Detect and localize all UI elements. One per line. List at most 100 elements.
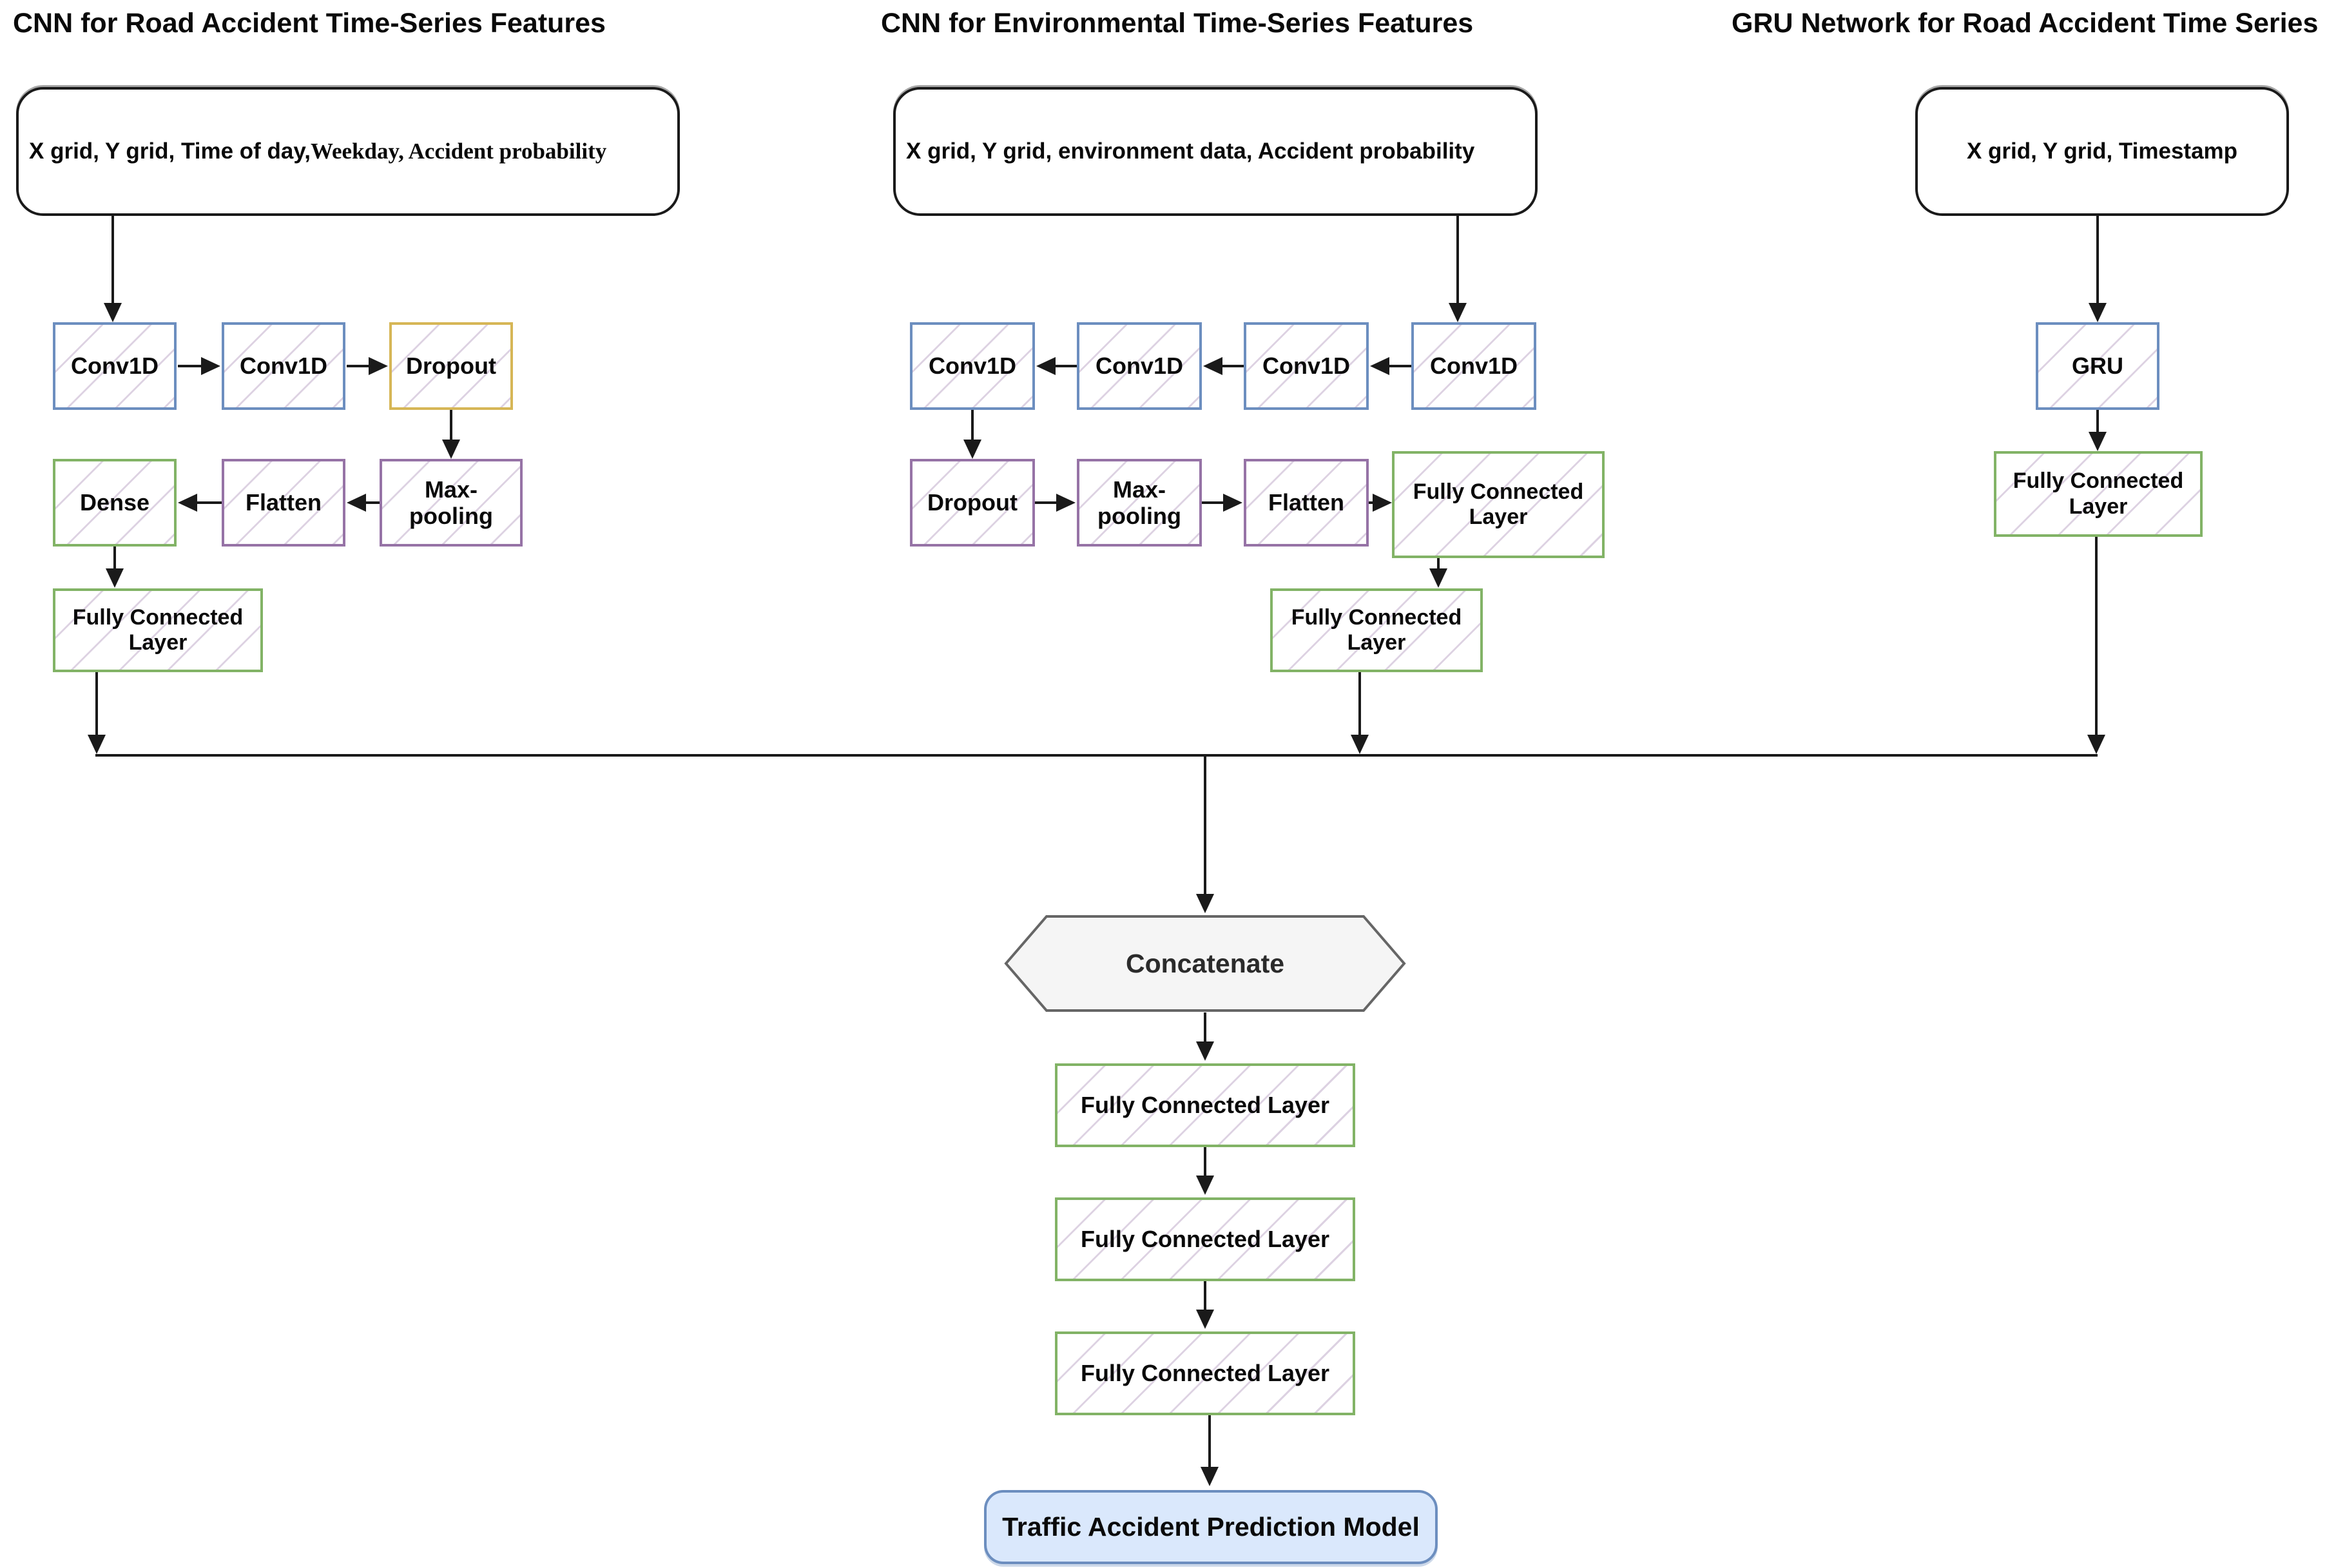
node-label: Traffic Accident Prediction Model — [1002, 1512, 1420, 1542]
hexagon-shape — [1004, 915, 1406, 1012]
node-label: Conv1D — [928, 353, 1017, 380]
arrowhead-down — [1449, 303, 1467, 322]
connector-line — [2096, 216, 2099, 304]
input-right-text: X grid, Y grid, Timestamp — [1966, 139, 2238, 164]
node-left-flatten: Flatten — [222, 459, 345, 547]
node-label: Conv1D — [1429, 353, 1518, 380]
input-box-road-accident: X grid, Y grid, Time of day, Weekday, Ac… — [16, 87, 680, 216]
arrowhead-down — [1201, 1467, 1219, 1486]
node-concatenate: Concatenate — [1004, 915, 1406, 1012]
connector-line — [1221, 365, 1244, 367]
connector-line — [196, 501, 222, 504]
connector-line — [365, 501, 380, 504]
arrowhead-down — [106, 568, 124, 588]
node-left-conv1d-1: Conv1D — [53, 322, 177, 410]
arrowhead-down — [2089, 303, 2107, 322]
input-box-gru: X grid, Y grid, Timestamp — [1915, 87, 2289, 216]
arrowhead-down — [1429, 568, 1447, 588]
arrowhead-down — [1351, 735, 1369, 754]
node-label: Conv1D — [1095, 353, 1184, 380]
connector-line — [1035, 501, 1056, 504]
arrowhead-left — [1036, 357, 1056, 375]
node-middle-conv1d-2: Conv1D — [1077, 322, 1202, 410]
node-label: Fully Connected Layer — [1080, 1092, 1330, 1119]
node-middle-maxpooling: Max- pooling — [1077, 459, 1202, 547]
input-left-text-serif: Weekday, Accident probability — [310, 139, 607, 164]
node-middle-fully-connected-2: Fully Connected Layer — [1270, 588, 1483, 672]
arrowhead-down — [2087, 735, 2105, 754]
node-label: Fully Connected Layer — [2013, 469, 2184, 519]
arrowhead-down — [2089, 432, 2107, 451]
node-middle-dropout: Dropout — [910, 459, 1035, 547]
node-label: Max- pooling — [409, 476, 493, 529]
arrowhead-down — [1196, 894, 1214, 913]
node-left-fully-connected: Fully Connected Layer — [53, 588, 263, 672]
input-left-text-sans: X grid, Y grid, Time of day, — [29, 139, 311, 164]
junction-bus-line — [95, 754, 2098, 757]
arrowhead-down — [963, 440, 981, 459]
connector-line — [1388, 365, 1411, 367]
connector-line — [178, 365, 201, 367]
title-middle-branch: CNN for Environmental Time-Series Featur… — [881, 8, 1474, 39]
connector-line — [1204, 757, 1206, 895]
connector-line — [1358, 672, 1361, 736]
connector-line — [1369, 501, 1374, 504]
node-label: Max- pooling — [1097, 476, 1181, 529]
connector-line — [1204, 1147, 1206, 1177]
connector-line — [111, 216, 114, 304]
arrowhead-down — [104, 303, 122, 322]
arrowhead-right — [1223, 494, 1242, 512]
node-label: Conv1D — [239, 353, 328, 380]
connector-line — [2096, 410, 2099, 433]
node-label: Fully Connected Layer — [72, 605, 244, 655]
node-label: Conv1D — [1262, 353, 1351, 380]
node-label: Fully Connected Layer — [1413, 479, 1584, 529]
connector-line — [1456, 216, 1459, 304]
node-right-gru: GRU — [2036, 322, 2159, 410]
node-middle-conv1d-4: Conv1D — [1411, 322, 1536, 410]
arrowhead-right — [1373, 494, 1392, 512]
connector-line — [1208, 1415, 1211, 1468]
connector-line — [347, 365, 370, 367]
title-right-branch: GRU Network for Road Accident Time Serie… — [1732, 8, 2319, 39]
connector-line — [450, 410, 452, 441]
input-box-environmental: X grid, Y grid, environment data, Accide… — [893, 87, 1538, 216]
node-middle-flatten: Flatten — [1244, 459, 1369, 547]
arrowhead-down — [442, 440, 460, 459]
node-left-dense: Dense — [53, 459, 177, 547]
arrowhead-down — [88, 735, 106, 754]
node-label: Flatten — [1268, 489, 1344, 516]
node-label: Fully Connected Layer — [1080, 1226, 1330, 1253]
connector-line — [95, 672, 98, 736]
arrowhead-down — [1196, 1310, 1214, 1329]
connector-line — [1204, 1281, 1206, 1311]
node-label: Conv1D — [70, 353, 159, 380]
input-middle-text: X grid, Y grid, environment data, Accide… — [906, 139, 1475, 164]
arrowhead-right — [1056, 494, 1076, 512]
node-stack-fully-connected-2: Fully Connected Layer — [1055, 1197, 1355, 1281]
arrowhead-left — [178, 494, 197, 512]
node-right-fully-connected: Fully Connected Layer — [1994, 451, 2203, 537]
connector-line — [971, 410, 974, 441]
node-left-maxpooling: Max- pooling — [380, 459, 523, 547]
node-middle-conv1d-3: Conv1D — [1244, 322, 1369, 410]
arrowhead-left — [347, 494, 366, 512]
node-label: Fully Connected Layer — [1291, 605, 1462, 655]
arrowhead-right — [201, 357, 220, 375]
node-label: Dropout — [406, 353, 496, 380]
node-label: Dense — [79, 489, 150, 516]
title-left-branch: CNN for Road Accident Time-Series Featur… — [13, 8, 606, 39]
connector-line — [113, 547, 116, 570]
node-left-conv1d-2: Conv1D — [222, 322, 345, 410]
node-label: Fully Connected Layer — [1080, 1360, 1330, 1387]
node-output-model: Traffic Accident Prediction Model — [984, 1490, 1438, 1564]
node-label: GRU — [2072, 353, 2123, 380]
connector-line — [1054, 365, 1077, 367]
arrowhead-left — [1370, 357, 1389, 375]
node-middle-conv1d-1: Conv1D — [910, 322, 1035, 410]
connector-line — [1202, 501, 1223, 504]
connector-line — [2095, 537, 2098, 736]
node-left-dropout: Dropout — [389, 322, 513, 410]
arrowhead-down — [1196, 1176, 1214, 1195]
